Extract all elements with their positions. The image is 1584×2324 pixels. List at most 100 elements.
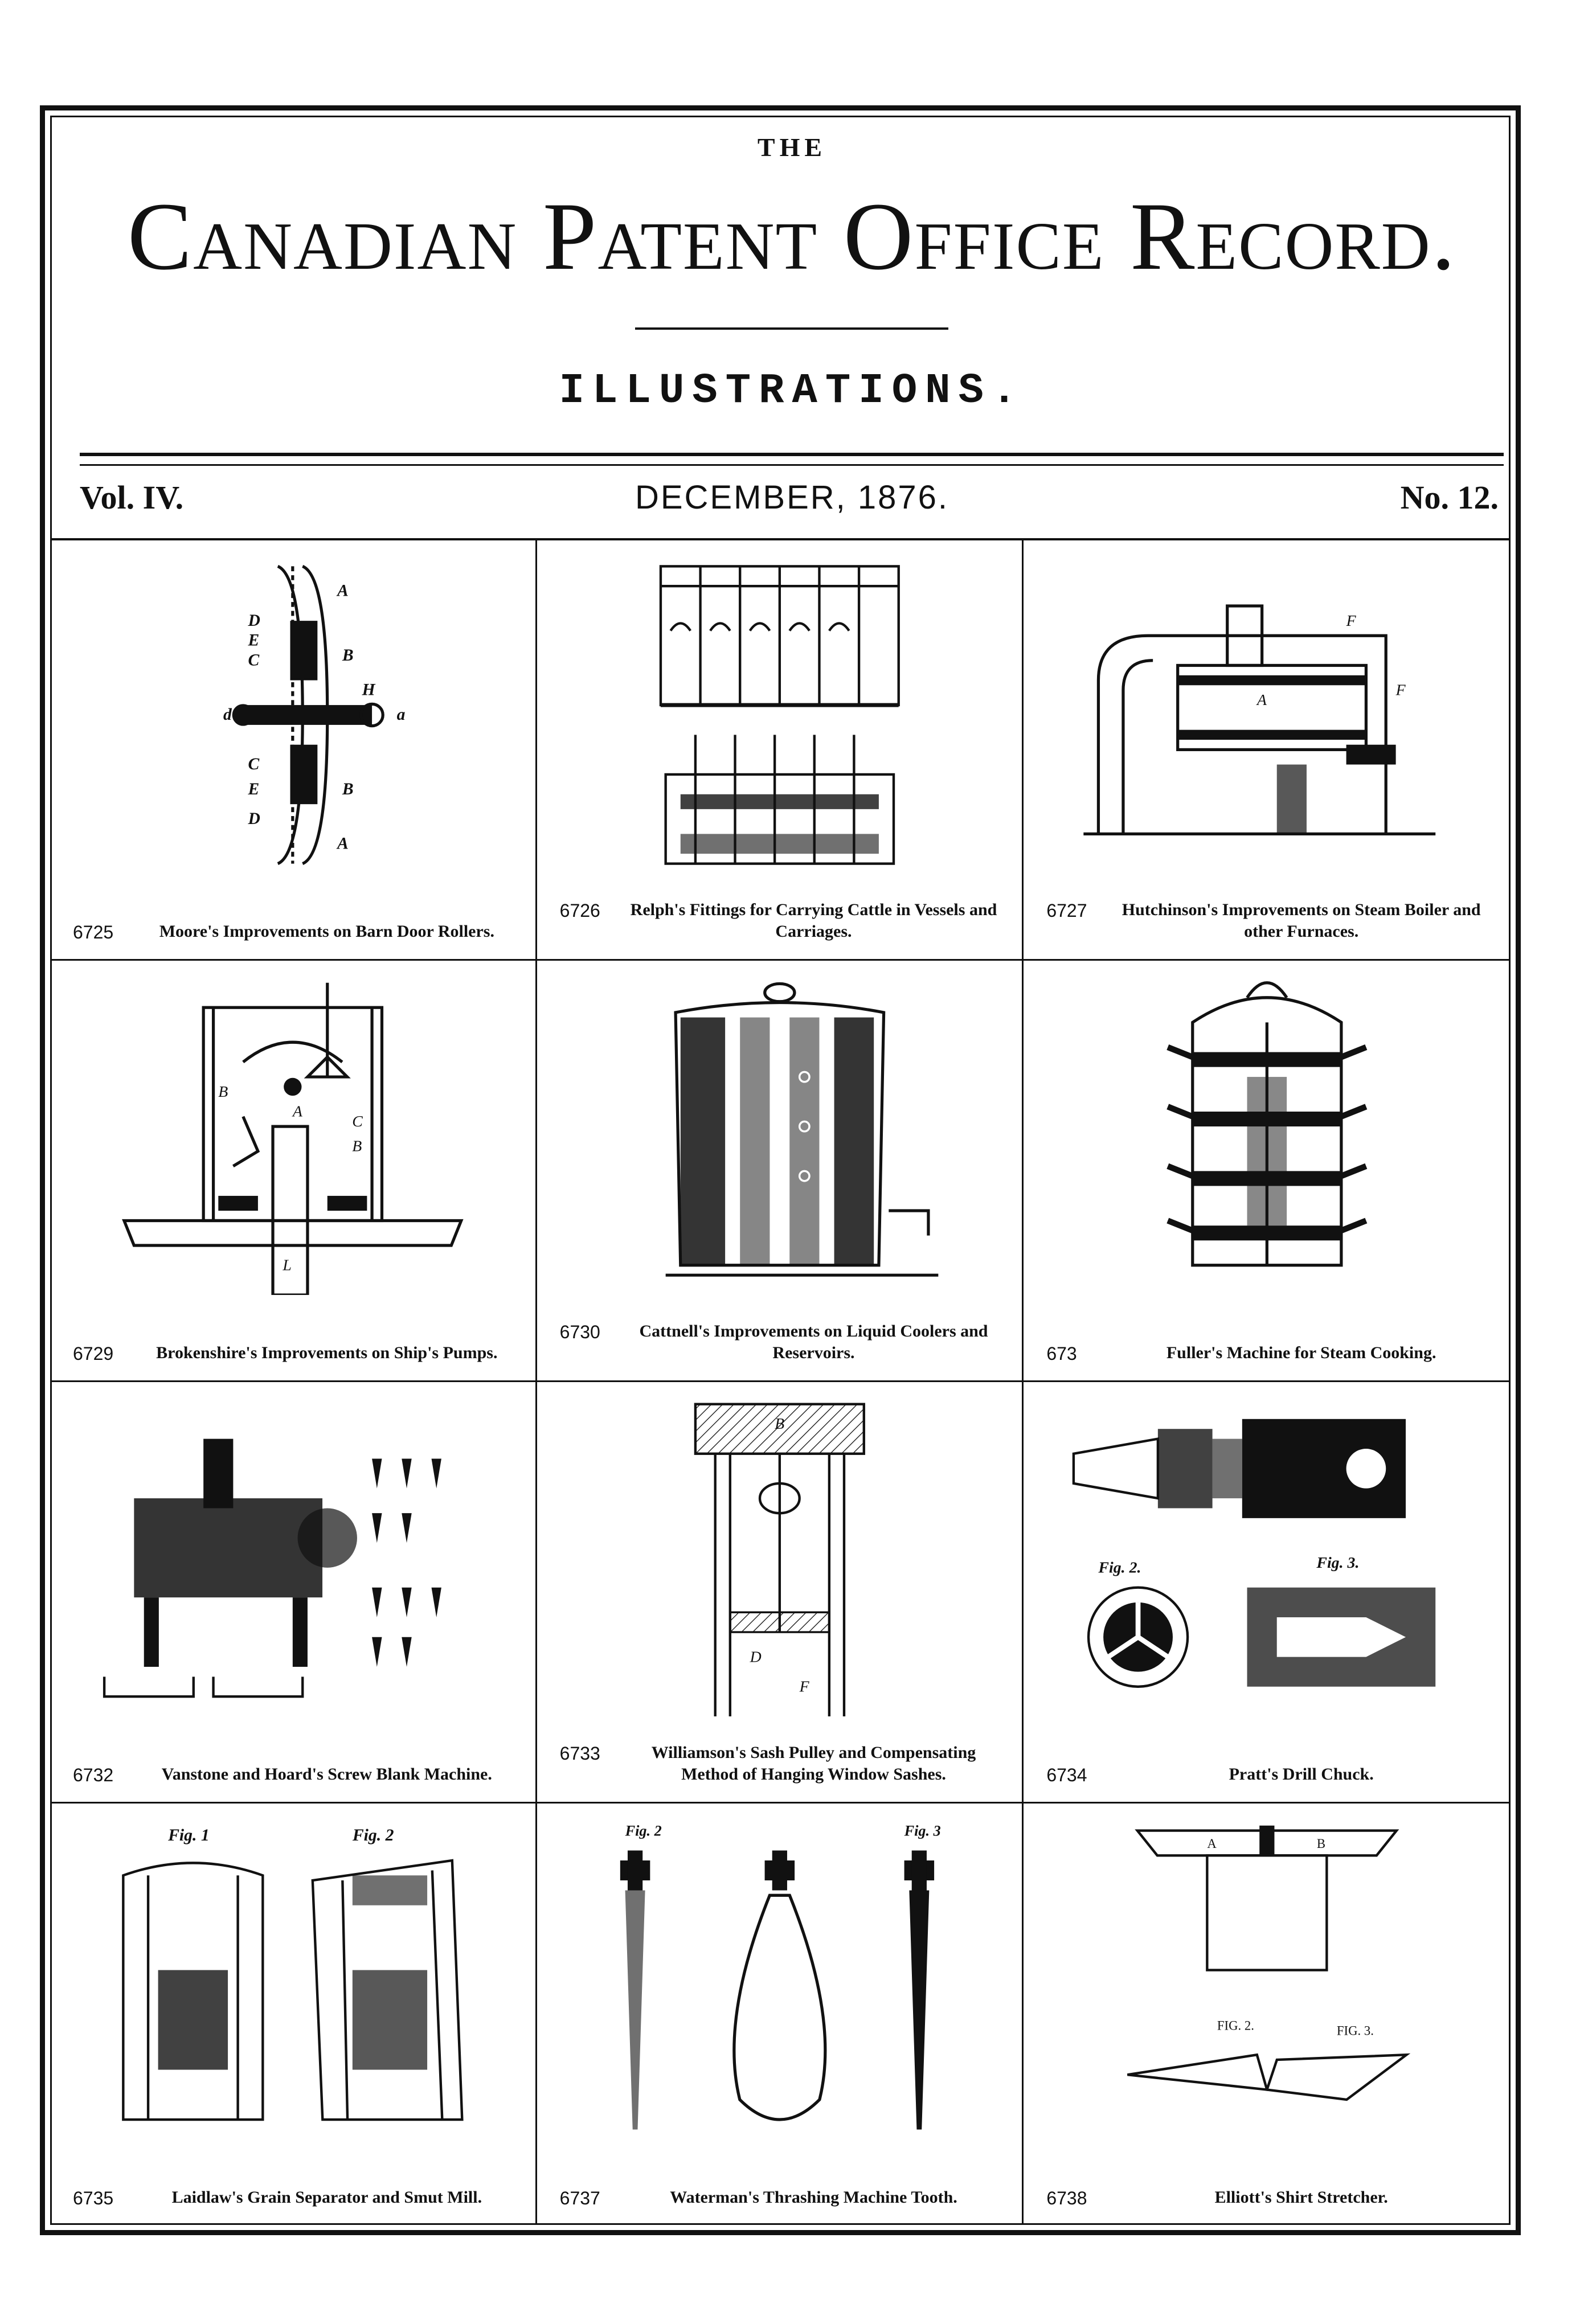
patent-title: Cattnell's Improvements on Liquid Cooler… xyxy=(639,1322,988,1362)
patent-caption: 6735 Laidlaw's Grain Separator and Smut … xyxy=(73,2187,518,2208)
patent-caption: 6737 Waterman's Thrashing Machine Tooth. xyxy=(560,2187,1005,2208)
patent-title: Laidlaw's Grain Separator and Smut Mill. xyxy=(171,2187,482,2207)
svg-text:F: F xyxy=(799,1678,809,1695)
patent-number: 6738 xyxy=(1046,2187,1087,2208)
patent-caption: 673 Fuller's Machine for Steam Cooking. xyxy=(1046,1342,1493,1364)
svg-text:B: B xyxy=(218,1083,228,1101)
patent-cell: 6732 Vanstone and Hoard's Screw Blank Ma… xyxy=(50,1382,537,1804)
patent-cell: 6730 Cattnell's Improvements on Liquid C… xyxy=(537,961,1024,1382)
page-border-inner xyxy=(50,116,1511,2225)
svg-text:B: B xyxy=(342,646,354,665)
patent-cell: Fig. 1 Fig. 2 6735 Laidlaw's Grain Separa… xyxy=(50,1804,537,2225)
svg-text:C: C xyxy=(248,755,260,773)
patent-number: 6734 xyxy=(1046,1764,1087,1785)
patent-caption: 6727 Hutchinson's Improvements on Steam … xyxy=(1046,899,1493,942)
volume-label: Vol. IV. xyxy=(80,479,184,516)
patent-cell: B D F 6733 Williamson's Sash Pulley and Co… xyxy=(537,1382,1024,1804)
svg-text:A: A xyxy=(1256,691,1267,709)
patent-caption: 6738 Elliott's Shirt Stretcher. xyxy=(1046,2187,1493,2208)
svg-text:B: B xyxy=(1317,1837,1325,1851)
patent-cell: 6726 Relph's Fittings for Carrying Cattl… xyxy=(537,539,1024,961)
patent-title: Fuller's Machine for Steam Cooking. xyxy=(1166,1343,1436,1362)
patent-illustration: A F F xyxy=(1046,556,1488,874)
section-subtitle: ILLUSTRATIONS. xyxy=(559,367,1025,415)
issue-number: No. 12. xyxy=(1400,479,1499,516)
patent-caption: 6733 Williamson's Sash Pulley and Compen… xyxy=(560,1742,1005,1785)
patent-illustration: Fig. 2. Fig. 3. xyxy=(1046,1399,1488,1716)
patent-caption: 6726 Relph's Fittings for Carrying Cattl… xyxy=(560,899,1005,942)
patent-cell: A F F 6727 Hutchinson's Improvements on St… xyxy=(1024,539,1511,961)
svg-text:C: C xyxy=(248,651,260,669)
patent-illustration xyxy=(1046,978,1488,1295)
issue-date: DECEMBER, 1876. xyxy=(635,479,949,516)
svg-text:B: B xyxy=(775,1415,784,1433)
patent-number: 6737 xyxy=(559,2187,600,2208)
patent-caption: 6725 Moore's Improvements on Barn Door R… xyxy=(73,921,518,942)
patent-illustration xyxy=(560,556,1000,874)
patent-number: 673 xyxy=(1046,1343,1077,1364)
patent-title: Brokenshire's Improvements on Ship's Pum… xyxy=(156,1343,498,1362)
svg-text:F: F xyxy=(1346,612,1357,630)
svg-text:A: A xyxy=(292,1103,303,1121)
patent-caption: 6729 Brokenshire's Improvements on Ship'… xyxy=(73,1342,518,1364)
patent-caption: 6734 Pratt's Drill Chuck. xyxy=(1046,1764,1493,1785)
svg-text:Fig. 2: Fig. 2 xyxy=(624,1822,661,1839)
patent-title: Pratt's Drill Chuck. xyxy=(1229,1764,1374,1784)
patent-number: 6730 xyxy=(559,1322,600,1342)
patent-illustration xyxy=(560,978,1000,1295)
svg-text:FIG. 2.: FIG. 2. xyxy=(1217,2019,1254,2033)
patent-title: Williamson's Sash Pulley and Compensatin… xyxy=(651,1743,976,1784)
patent-number: 6735 xyxy=(73,2187,114,2208)
header-double-rule xyxy=(80,453,1504,466)
svg-text:Fig. 2: Fig. 2 xyxy=(352,1826,394,1845)
patent-number: 6729 xyxy=(73,1343,114,1364)
patent-caption: 6732 Vanstone and Hoard's Screw Blank Ma… xyxy=(73,1764,518,1785)
header-bottom-rule xyxy=(50,538,1511,540)
patent-title: Relph's Fittings for Carrying Cattle in … xyxy=(630,900,997,941)
patent-illustration: Fig. 1 Fig. 2 xyxy=(73,1821,513,2139)
masthead-title: Canadian Patent Office Record. xyxy=(127,183,1457,290)
masthead-article: THE xyxy=(757,133,827,162)
svg-text:H: H xyxy=(362,681,376,699)
svg-text:E: E xyxy=(248,632,260,650)
svg-text:C: C xyxy=(352,1113,363,1130)
patent-number: 6725 xyxy=(73,921,114,942)
patent-title: Waterman's Thrashing Machine Tooth. xyxy=(670,2187,957,2207)
svg-text:D: D xyxy=(248,612,260,630)
patent-illustration: Fig. 2 Fig. 3 xyxy=(560,1821,1000,2139)
svg-text:Fig. 3: Fig. 3 xyxy=(903,1822,940,1839)
svg-text:Fig. 3.: Fig. 3. xyxy=(1316,1554,1360,1572)
patent-illustration xyxy=(73,1399,513,1716)
patent-caption: 6730 Cattnell's Improvements on Liquid C… xyxy=(560,1321,1005,1363)
svg-text:Fig. 2.: Fig. 2. xyxy=(1098,1559,1141,1577)
svg-text:d: d xyxy=(223,706,232,724)
svg-text:a: a xyxy=(397,706,406,724)
patent-cell: Fig. 2 Fig. 3 6737 Waterman's Thrashing M… xyxy=(537,1804,1024,2225)
patent-title: Hutchinson's Improvements on Steam Boile… xyxy=(1122,900,1481,941)
svg-text:A: A xyxy=(336,582,349,600)
patent-number: 6727 xyxy=(1046,900,1087,921)
svg-text:D: D xyxy=(749,1648,761,1666)
svg-text:B: B xyxy=(342,780,354,798)
svg-text:B: B xyxy=(352,1138,362,1155)
svg-text:Fig. 1: Fig. 1 xyxy=(167,1826,210,1845)
svg-text:E: E xyxy=(248,780,260,798)
title-divider xyxy=(635,327,948,330)
page-border-outer xyxy=(40,105,1521,2235)
svg-text:A: A xyxy=(1208,1837,1217,1851)
svg-text:D: D xyxy=(248,810,260,828)
patent-number: 6732 xyxy=(73,1764,114,1785)
patent-title: Elliott's Shirt Stretcher. xyxy=(1214,2187,1388,2207)
svg-text:F: F xyxy=(1395,682,1406,699)
svg-text:A: A xyxy=(336,834,349,852)
svg-text:L: L xyxy=(282,1256,292,1274)
patent-illustration: B D F xyxy=(560,1399,1000,1716)
patent-title: Moore's Improvements on Barn Door Roller… xyxy=(159,921,494,941)
